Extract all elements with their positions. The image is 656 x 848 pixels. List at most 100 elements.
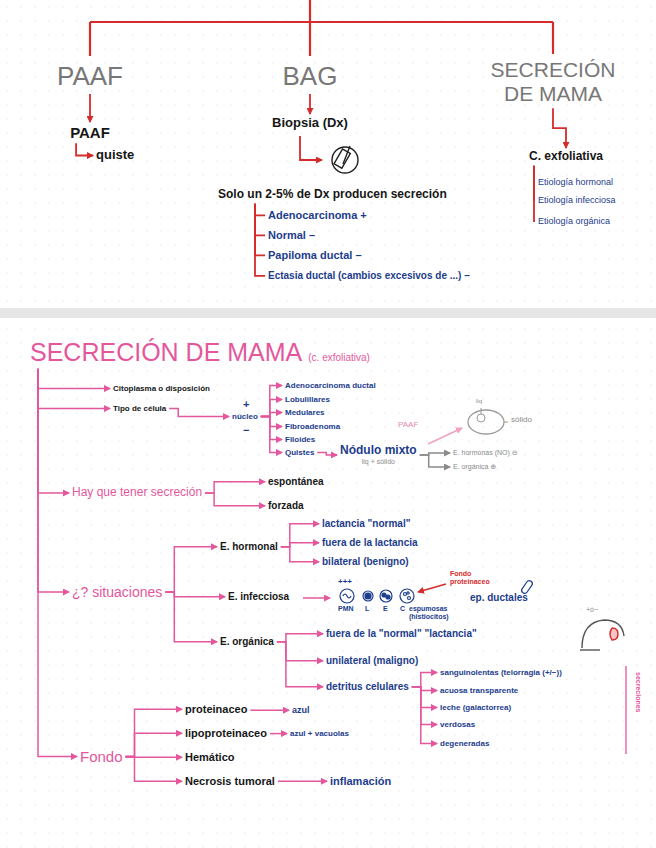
connector bbox=[205, 493, 265, 506]
list-item: acuosa transparente bbox=[440, 686, 518, 695]
list-item: bilateral (benigno) bbox=[322, 556, 409, 568]
connector bbox=[261, 400, 282, 417]
list-item: verdosas bbox=[440, 720, 475, 729]
list-item: Adenocarcinoma ductal bbox=[285, 381, 376, 390]
list-item: inflamación bbox=[330, 775, 391, 788]
sign-mark: + bbox=[243, 398, 249, 410]
connector bbox=[261, 417, 282, 440]
connector bbox=[165, 547, 217, 592]
node-text: Fibroadenoma bbox=[285, 422, 340, 431]
list-item: E. orgánica ⊕ bbox=[453, 463, 496, 471]
connector bbox=[412, 687, 437, 744]
list-item: unilateral (maligno) bbox=[326, 655, 418, 667]
cell-label: E bbox=[383, 605, 388, 613]
connector bbox=[412, 687, 437, 708]
branch-heading: PAAF bbox=[57, 62, 123, 92]
node-text: acuosa transparente bbox=[440, 686, 518, 695]
connector bbox=[205, 482, 265, 493]
node-text: C. exfoliativa bbox=[529, 149, 603, 163]
connector bbox=[277, 634, 323, 642]
connector bbox=[255, 204, 265, 236]
node-text: BAG bbox=[283, 61, 338, 91]
node-text: sanguinolentas (telorragia (+/−)) bbox=[440, 668, 562, 677]
connector bbox=[255, 204, 265, 216]
cell-label: PMN bbox=[338, 605, 354, 613]
branch-heading: SECRECIÓN DE MAMA bbox=[485, 58, 621, 106]
node-text: Fondo bbox=[80, 748, 123, 765]
node-text: Papiloma ductal – bbox=[268, 249, 362, 261]
node-text: Etiología infecciosa bbox=[538, 195, 616, 205]
list-item: Papiloma ductal – bbox=[268, 249, 362, 262]
list-item: Necrosis tumoral bbox=[185, 775, 275, 788]
node-text: núcleo bbox=[232, 412, 258, 421]
node-text: Necrosis tumoral bbox=[185, 775, 275, 787]
node-text: E. hormonas (NO) ⊖ bbox=[453, 449, 518, 456]
biopsy-arrow bbox=[300, 136, 322, 160]
list-item: Quistes bbox=[285, 448, 314, 457]
node-text: fuera de la lactancia bbox=[322, 537, 418, 548]
node-text: PAAF bbox=[57, 61, 123, 91]
list-item: Etiología orgánica bbox=[538, 216, 610, 226]
connector bbox=[169, 409, 229, 417]
mixed-nodule-figure bbox=[428, 408, 508, 444]
list-item: sanguinolentas (telorragia (+/−)) bbox=[440, 668, 562, 677]
node-text: detritus celulares bbox=[326, 681, 409, 692]
node-text: Citoplasma o disposición bbox=[113, 384, 210, 393]
list-item: degeneradas bbox=[440, 739, 489, 748]
node-text: Tipo de célula bbox=[113, 404, 166, 413]
group-label: secreciones bbox=[634, 672, 642, 712]
node-text: Normal – bbox=[268, 229, 315, 241]
branch-label: E. hormonal bbox=[220, 541, 278, 553]
sign-mark: +ó− bbox=[586, 606, 598, 614]
node-text: forzada bbox=[268, 500, 304, 511]
branch-label: E. infecciosa bbox=[228, 591, 289, 603]
connector bbox=[420, 455, 450, 467]
connector bbox=[255, 204, 265, 256]
list-item: Filoides bbox=[285, 435, 315, 444]
callout-note: Fondo proteinaceo bbox=[450, 570, 494, 585]
node-text: Lobulillares bbox=[285, 395, 330, 404]
list-item: lipoproteinaceo bbox=[185, 727, 267, 740]
connector bbox=[38, 369, 77, 757]
list-item: leche (galactorrea) bbox=[440, 703, 511, 712]
connector bbox=[38, 369, 69, 592]
node-text: Adenocarcinoma + bbox=[268, 209, 367, 221]
figure-label: liq bbox=[476, 398, 482, 405]
list-item: Fibroadenoma bbox=[285, 422, 340, 431]
connector bbox=[38, 369, 69, 493]
connector bbox=[412, 673, 437, 687]
list-item: E. hormonas (NO) ⊖ bbox=[453, 449, 518, 457]
connector bbox=[38, 369, 110, 409]
list-item: espontánea bbox=[268, 476, 324, 488]
node-text: Etiología hormonal bbox=[538, 177, 613, 187]
branch-label: Citoplasma o disposición bbox=[113, 384, 210, 393]
node-text: E. infecciosa bbox=[228, 591, 289, 602]
connector bbox=[38, 369, 110, 389]
node-text: lactancia "normal" bbox=[322, 518, 410, 529]
procedure-note: PAAF bbox=[398, 421, 418, 430]
result-label: quiste bbox=[96, 148, 134, 163]
figure-label: sólido bbox=[511, 416, 532, 425]
node-text: Adenocarcinoma ductal bbox=[285, 381, 376, 390]
connector bbox=[309, 94, 311, 114]
list-item: lactancia "normal" bbox=[322, 518, 410, 530]
connector bbox=[126, 709, 183, 756]
connector bbox=[553, 108, 566, 148]
node-text: Filoides bbox=[285, 435, 315, 444]
section-heading: SECRECIÓN DE MAMA(c. exfoliativa) bbox=[30, 338, 370, 367]
connector bbox=[270, 733, 287, 735]
branch-label: ¿? situaciones bbox=[72, 584, 162, 600]
section-separator bbox=[0, 308, 656, 318]
connector bbox=[261, 386, 282, 417]
method-label: PAAF bbox=[70, 124, 110, 141]
connector bbox=[277, 642, 323, 661]
node-text: Solo un 2-5% de Dx producen secreción bbox=[218, 187, 447, 201]
connector bbox=[317, 453, 337, 455]
connector bbox=[165, 592, 217, 642]
node-text: SECRECIÓN DE MAMA bbox=[491, 58, 616, 105]
connector bbox=[281, 547, 319, 562]
connector bbox=[255, 204, 265, 276]
connector bbox=[261, 417, 282, 453]
node-text: Biopsia (Dx) bbox=[272, 115, 348, 130]
list-item: Medulares bbox=[285, 408, 325, 417]
